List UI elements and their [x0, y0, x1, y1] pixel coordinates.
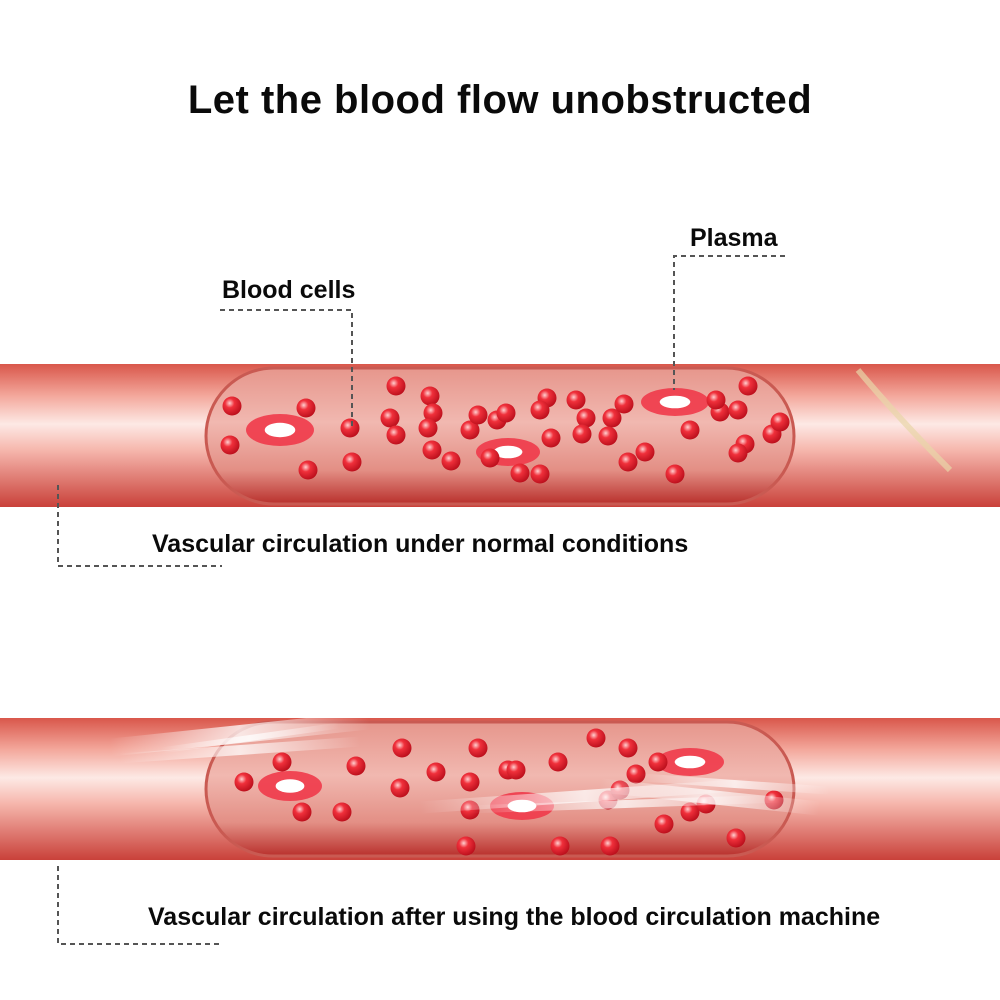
blood-cell — [426, 762, 446, 782]
blood-cell — [340, 418, 360, 438]
blood-cell — [738, 376, 758, 396]
blood-cell — [665, 464, 685, 484]
blood-cells-label: Blood cells — [222, 276, 356, 304]
vessel-sheen — [855, 368, 953, 473]
blood-cell — [480, 448, 500, 468]
blood-cell — [770, 412, 790, 432]
blood-cell — [614, 394, 634, 414]
blood-cell — [332, 802, 352, 822]
leader-plasma — [673, 255, 785, 390]
blood-cell — [566, 390, 586, 410]
blood-cell — [618, 738, 638, 758]
blood-cell — [296, 398, 316, 418]
blood-cell — [292, 802, 312, 822]
blood-cell — [422, 440, 442, 460]
blood-cell — [618, 452, 638, 472]
vessel-normal — [0, 364, 1000, 507]
blood-cell — [635, 442, 655, 462]
blood-cell — [510, 463, 530, 483]
blood-cell — [468, 405, 488, 425]
plasma-core — [264, 422, 296, 438]
page-title: Let the blood flow unobstructed — [187, 78, 813, 122]
blood-cell — [460, 772, 480, 792]
blood-cell — [550, 836, 570, 856]
blood-cell — [541, 428, 561, 448]
vessel-after — [0, 711, 1000, 860]
plasma-core — [674, 755, 706, 769]
caption-after: Vascular circulation after using the blo… — [148, 903, 881, 931]
blood-cell — [506, 760, 526, 780]
blood-cell — [234, 772, 254, 792]
blood-cell — [298, 460, 318, 480]
blood-cell — [680, 802, 700, 822]
blood-cell — [441, 451, 461, 471]
blood-cell — [600, 836, 620, 856]
blood-cell — [468, 738, 488, 758]
blood-cell — [728, 400, 748, 420]
plasma-core — [493, 445, 523, 459]
blood-cell — [392, 738, 412, 758]
plasma-core — [275, 779, 305, 793]
caption-normal: Vascular circulation under normal condit… — [152, 530, 689, 558]
flow-streak — [109, 711, 371, 757]
blood-cells-group — [220, 376, 790, 484]
blood-cell — [222, 396, 242, 416]
blood-cells-group — [234, 728, 784, 856]
flow-streak — [599, 778, 821, 816]
flow-streak — [160, 722, 340, 754]
blood-cell — [272, 752, 292, 772]
blood-cell — [456, 836, 476, 856]
flow-streaks — [109, 711, 831, 816]
leader-blood-cells — [220, 309, 353, 428]
blood-cell — [602, 408, 622, 428]
blood-cell — [648, 752, 668, 772]
blood-cell — [572, 424, 592, 444]
blood-cell — [423, 403, 443, 423]
blood-cell — [460, 420, 480, 440]
blood-cell — [576, 408, 596, 428]
blood-cell — [680, 420, 700, 440]
flow-streak — [639, 773, 831, 795]
plasma-core — [659, 395, 691, 409]
blood-cell — [418, 418, 438, 438]
blood-cell — [346, 756, 366, 776]
blood-cell — [342, 452, 362, 472]
blood-cell — [548, 752, 568, 772]
leader-lines — [57, 255, 785, 945]
blood-cell — [390, 778, 410, 798]
blood-cell — [220, 435, 240, 455]
blood-cell — [726, 828, 746, 848]
blood-cell — [420, 386, 440, 406]
blood-cell — [496, 403, 516, 423]
blood-cell — [728, 443, 748, 463]
blood-cell — [530, 400, 550, 420]
blood-cell — [530, 464, 550, 484]
flow-streak — [119, 736, 361, 764]
blood-cell — [386, 376, 406, 396]
plasma-label: Plasma — [690, 224, 778, 252]
blood-cell — [598, 426, 618, 446]
leader-caption-normal — [57, 485, 222, 567]
blood-cell — [654, 814, 674, 834]
blood-cell — [706, 390, 726, 410]
blood-cell — [586, 728, 606, 748]
blood-cell — [386, 425, 406, 445]
blood-cell — [380, 408, 400, 428]
